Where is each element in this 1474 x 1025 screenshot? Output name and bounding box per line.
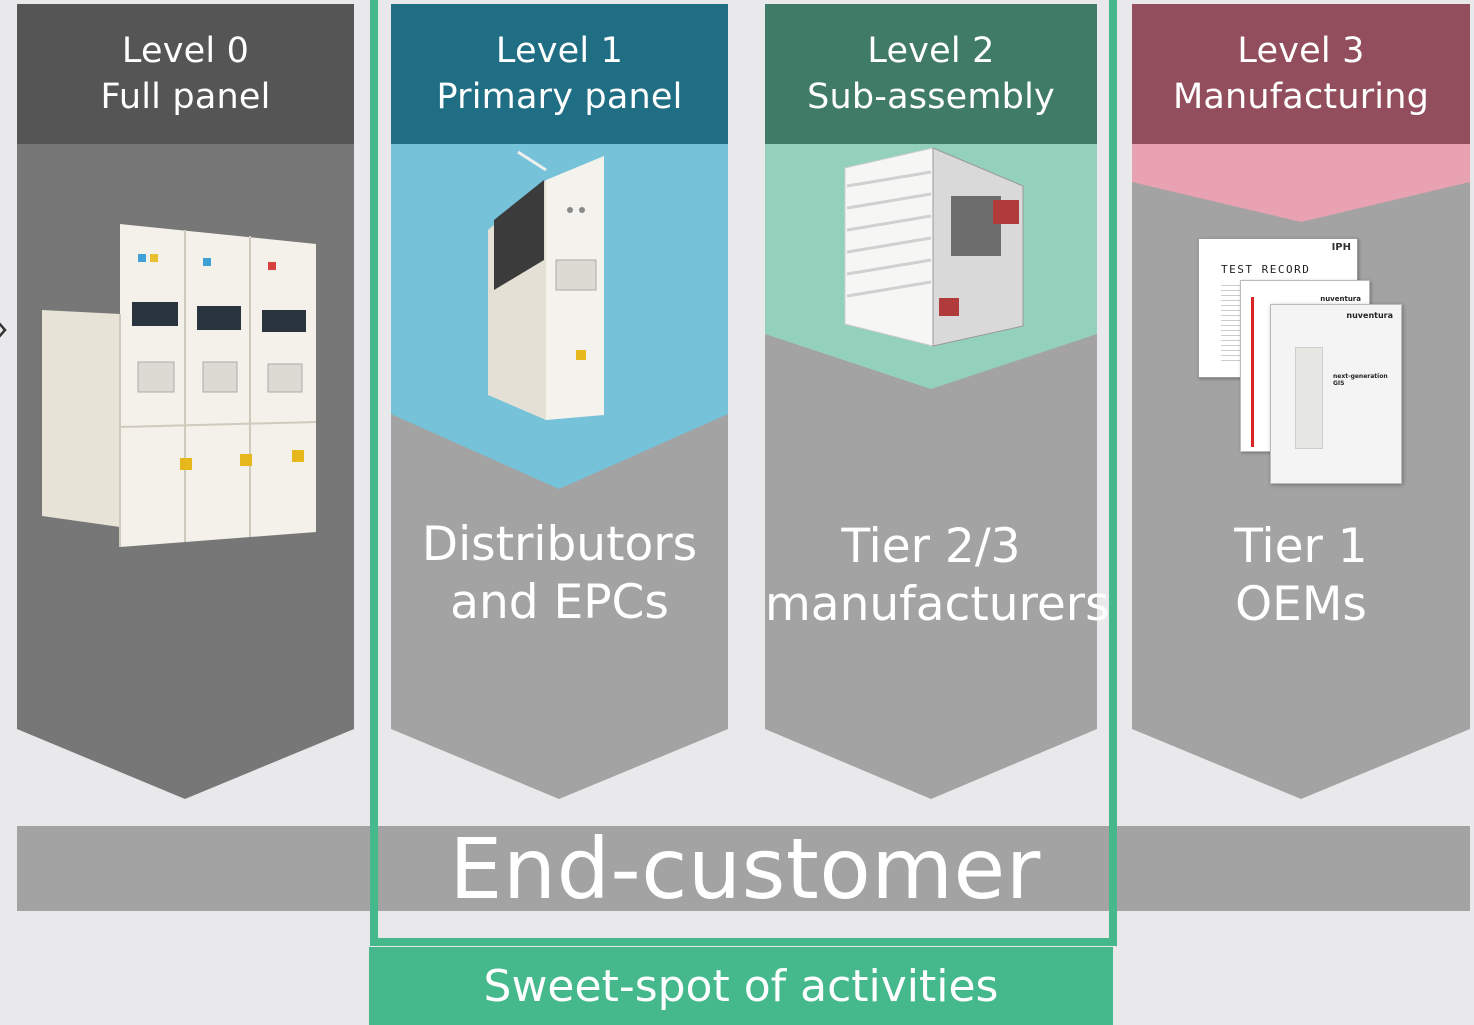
full-panel-switchgear-image [42,224,317,547]
sweet-spot-label: Sweet-spot of activities [483,960,999,1012]
brochure-title: next-generation GIS [1333,373,1388,387]
level-3-target-line1: Tier 1 [1234,519,1368,574]
level-3-name: Manufacturing [1172,77,1430,117]
level-2-name: Sub-assembly [807,77,1055,117]
level-0-header: Level 0 Full panel [17,4,354,144]
brochure-panel-picture [1295,347,1323,449]
level-0-name: Full panel [100,77,271,117]
level-2-target-line2: manufacturers [765,577,1110,632]
level-1-header: Level 1 Primary panel [391,4,728,144]
test-record-title: TEST RECORD [1221,263,1311,276]
sweet-spot-banner: Sweet-spot of activities [369,947,1113,1025]
level-2-target-line1: Tier 2/3 [841,519,1021,574]
left-arrow-icon [0,322,7,338]
level-2-header: Level 2 Sub-assembly [765,4,1097,144]
level-0-title: Level 0 [121,31,250,71]
level-3-header: Level 3 Manufacturing [1132,4,1470,144]
sweet-spot-frame [370,0,1117,946]
level-3-target-line2: OEMs [1235,577,1367,632]
level-1-title: Level 1 [495,31,624,71]
level-2-title: Level 2 [867,31,995,71]
sub-assembly-image [844,147,1024,347]
brochure-document: nuventura next-generation GIS [1270,304,1402,484]
level-3-target: Tier 1 OEMs [1132,518,1470,634]
datasheet-brand: nuventura [1320,295,1361,303]
datasheet-red-stripe [1251,297,1254,447]
level-1-target: Distributors and EPCs [391,516,728,632]
level-1-target-line1: Distributors [421,517,698,572]
brochure-brand: nuventura [1346,311,1393,320]
level-2-target: Tier 2/3 manufacturers [765,518,1110,634]
documents-image: IPH TEST RECORD nuventura nuventura next… [1198,238,1403,486]
level-1-name: Primary panel [436,77,683,117]
primary-panel-image [488,150,604,420]
end-customer-bar [17,826,1470,911]
level-1-target-line2: and EPCs [450,575,669,630]
level-3-title: Level 3 [1237,31,1365,71]
iph-logo: IPH [1331,242,1351,253]
end-customer-label: End-customer [449,820,1041,918]
